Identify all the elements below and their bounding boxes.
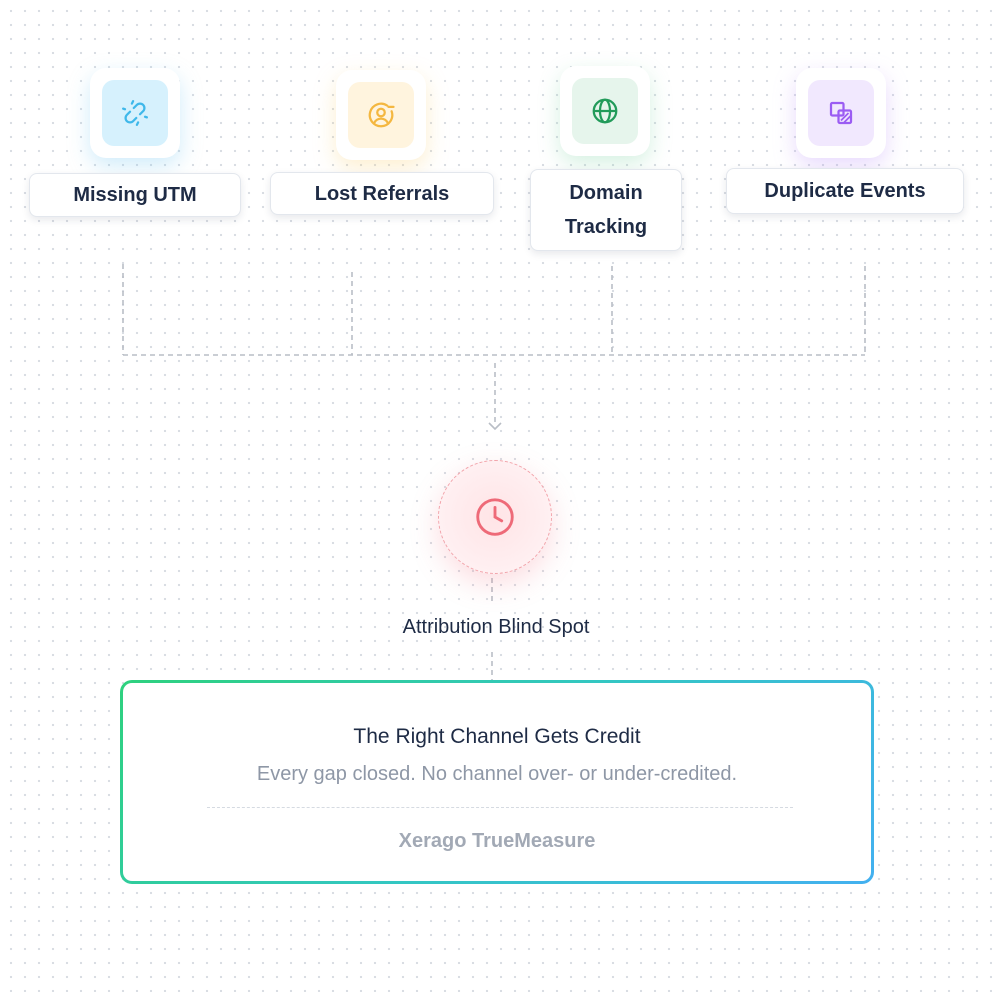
lost-referrals-tile-inner xyxy=(348,82,414,148)
domain-tracking-tile-inner xyxy=(572,78,638,144)
arrow-down-icon xyxy=(488,422,502,431)
duplicate-events-tile xyxy=(796,68,886,158)
lost-referrals-tile xyxy=(336,70,426,160)
missing-utm-label: Missing UTM xyxy=(29,173,241,217)
clock-icon xyxy=(476,498,514,536)
missing-utm-tile-inner xyxy=(102,80,168,146)
domain-tracking-tile xyxy=(560,66,650,156)
result-divider xyxy=(207,807,793,808)
domain-tracking-label: Domain Tracking xyxy=(530,169,682,251)
result-title: The Right Channel Gets Credit xyxy=(353,725,641,748)
globe-icon xyxy=(592,98,618,124)
duplicate-icon xyxy=(829,101,853,125)
missing-utm-tile xyxy=(90,68,180,158)
duplicate-events-label: Duplicate Events xyxy=(726,168,964,214)
result-subtitle: Every gap closed. No channel over- or un… xyxy=(256,763,738,785)
result-brand: Xerago TrueMeasure xyxy=(398,830,596,852)
duplicate-events-tile-inner xyxy=(808,80,874,146)
result-card: The Right Channel Gets Credit Every gap … xyxy=(120,680,874,884)
blind-spot-label: Attribution Blind Spot xyxy=(402,616,590,638)
lost-referrals-label: Lost Referrals xyxy=(270,172,494,215)
result-card-inner: The Right Channel Gets Credit Every gap … xyxy=(123,683,871,881)
user-circle-icon xyxy=(368,102,395,128)
broken-link-icon xyxy=(122,100,148,126)
blind-spot-circle xyxy=(438,460,552,574)
